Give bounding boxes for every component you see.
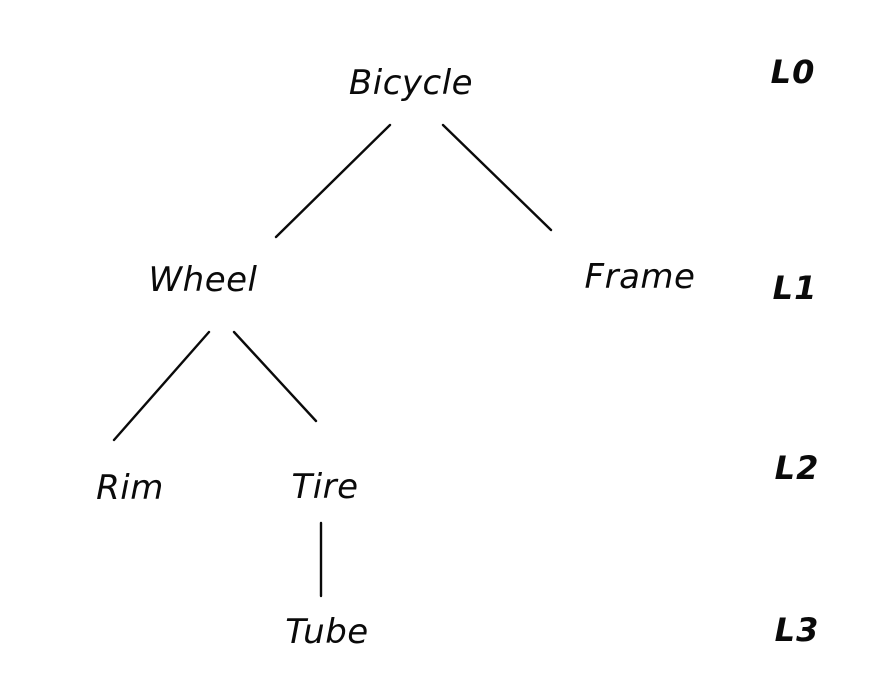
tree-edge-wheel-rim <box>112 330 211 442</box>
tree-edge-bicycle-frame <box>441 123 553 232</box>
tree-node-tire[interactable]: Tire <box>291 467 359 507</box>
tree-node-wheel[interactable]: Wheel <box>148 260 258 300</box>
tree-edge-bicycle-wheel <box>274 123 392 239</box>
tree-node-tube[interactable]: Tube <box>285 612 369 652</box>
tree-node-bicycle[interactable]: Bicycle <box>348 63 474 103</box>
tree-edge-wheel-tire <box>232 330 318 423</box>
level-label-l1: L1 <box>772 269 818 307</box>
tree-node-rim[interactable]: Rim <box>96 468 164 508</box>
tree-node-frame[interactable]: Frame <box>584 257 696 297</box>
level-label-l2: L2 <box>774 449 820 487</box>
level-label-l3: L3 <box>774 611 820 649</box>
level-label-l0: L0 <box>770 53 816 91</box>
